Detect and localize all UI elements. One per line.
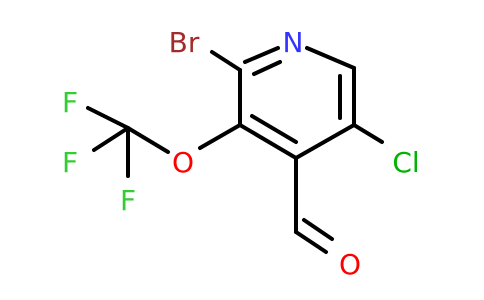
- bond-cho-o-1: [294, 230, 328, 254]
- bond-cf3-f2: [92, 126, 130, 152]
- bond-o-cf3: [126, 126, 170, 154]
- bond-cho-o-2: [302, 218, 334, 241]
- atom-fluorine-1: F: [62, 86, 78, 119]
- atom-oxygen-carbonyl: O: [339, 248, 361, 281]
- atom-chlorine: Cl: [392, 146, 419, 179]
- atom-fluorine-3: F: [120, 184, 136, 217]
- bond-n-c6: [305, 46, 356, 70]
- bond-c5-c4: [294, 123, 356, 160]
- bond-c2-n: [243, 46, 280, 64]
- atom-bromine: Br: [169, 26, 200, 59]
- atom-oxygen-ether: O: [172, 146, 194, 179]
- bond-c5-cl: [352, 123, 384, 144]
- bond-c2-br: [210, 50, 242, 72]
- bonds: [86, 46, 384, 254]
- bond-c2-n-inner: [252, 60, 282, 76]
- bond-cf3-f1: [86, 106, 130, 130]
- bond-c3-o: [198, 123, 242, 150]
- atom-fluorine-2: F: [62, 146, 78, 179]
- atom-nitrogen: N: [283, 26, 304, 59]
- bond-c4-c3-inner: [250, 114, 298, 144]
- bond-c4-c3-outer: [238, 123, 298, 160]
